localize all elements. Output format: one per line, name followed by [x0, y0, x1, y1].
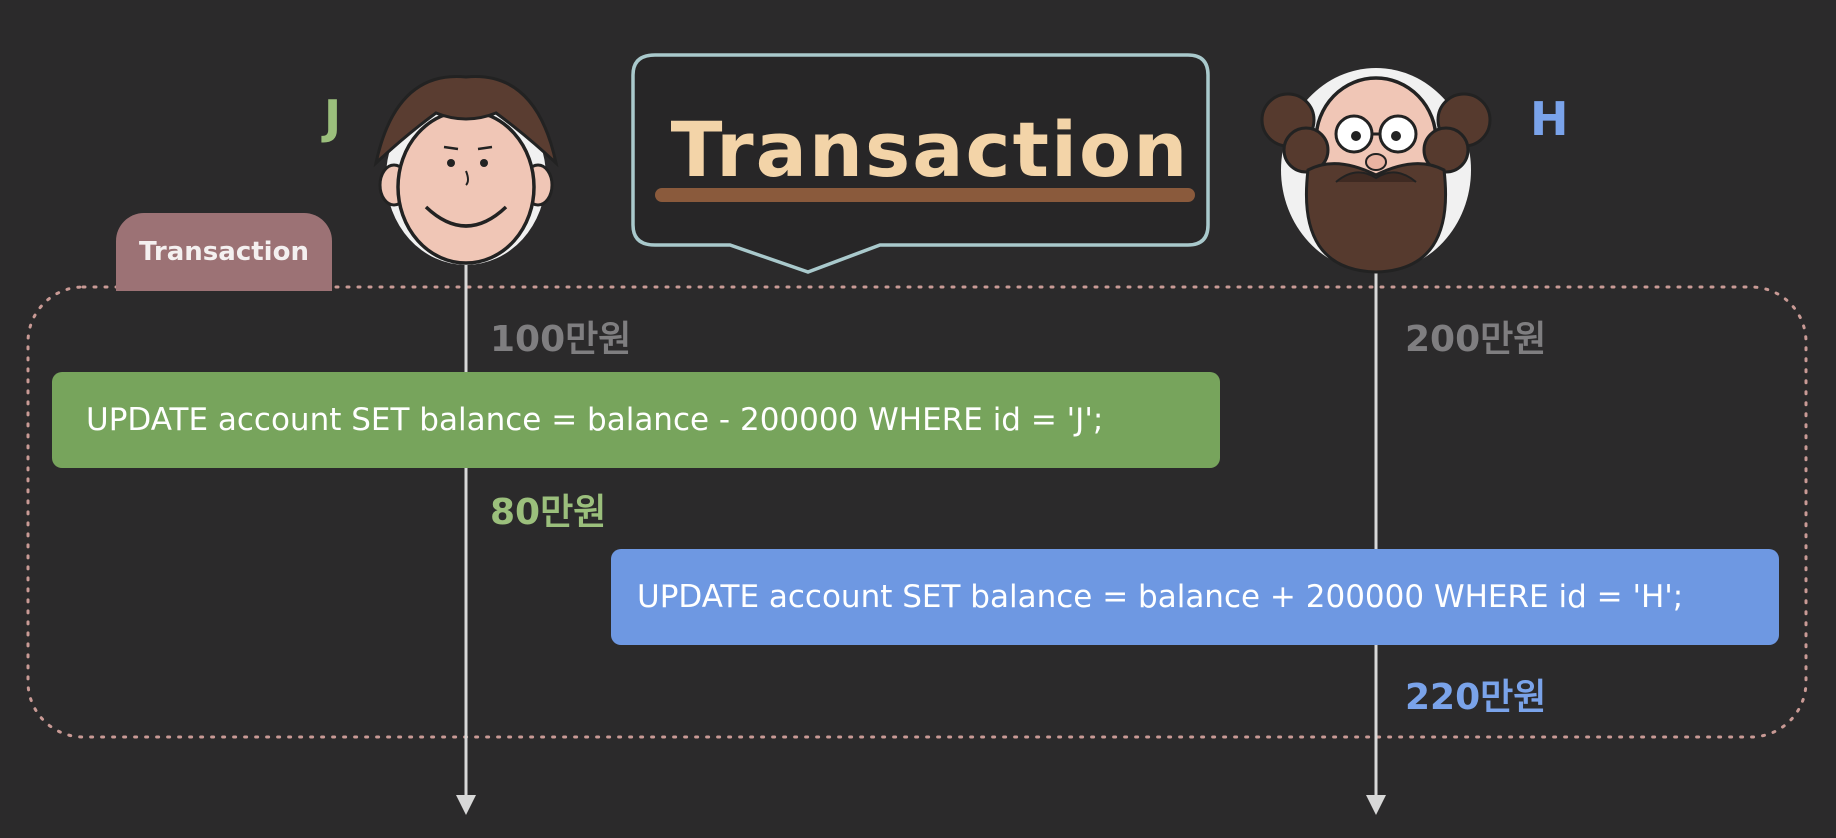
- transaction-scope-border: [26, 285, 1808, 739]
- h-balance-after: 220만원: [1405, 677, 1547, 718]
- character-h-avatar: [1260, 68, 1492, 274]
- debit-query-bar: UPDATE account SET balance = balance - 2…: [52, 372, 1220, 468]
- timeline-h: [1366, 272, 1386, 815]
- transaction-tab: Transaction: [116, 213, 332, 291]
- title-underline: [655, 188, 1195, 202]
- character-j-avatar: [373, 75, 559, 265]
- j-balance-after: 80만원: [490, 492, 607, 533]
- person-j-label: J: [324, 90, 342, 144]
- h-balance-before: 200만원: [1405, 319, 1547, 360]
- credit-query-bar: UPDATE account SET balance = balance + 2…: [611, 549, 1779, 645]
- diagram-title: Transaction: [670, 105, 1190, 194]
- person-h-label: H: [1530, 92, 1569, 146]
- timeline-j: [456, 262, 476, 815]
- j-balance-before: 100만원: [490, 319, 632, 360]
- title-bubble: [631, 53, 1210, 274]
